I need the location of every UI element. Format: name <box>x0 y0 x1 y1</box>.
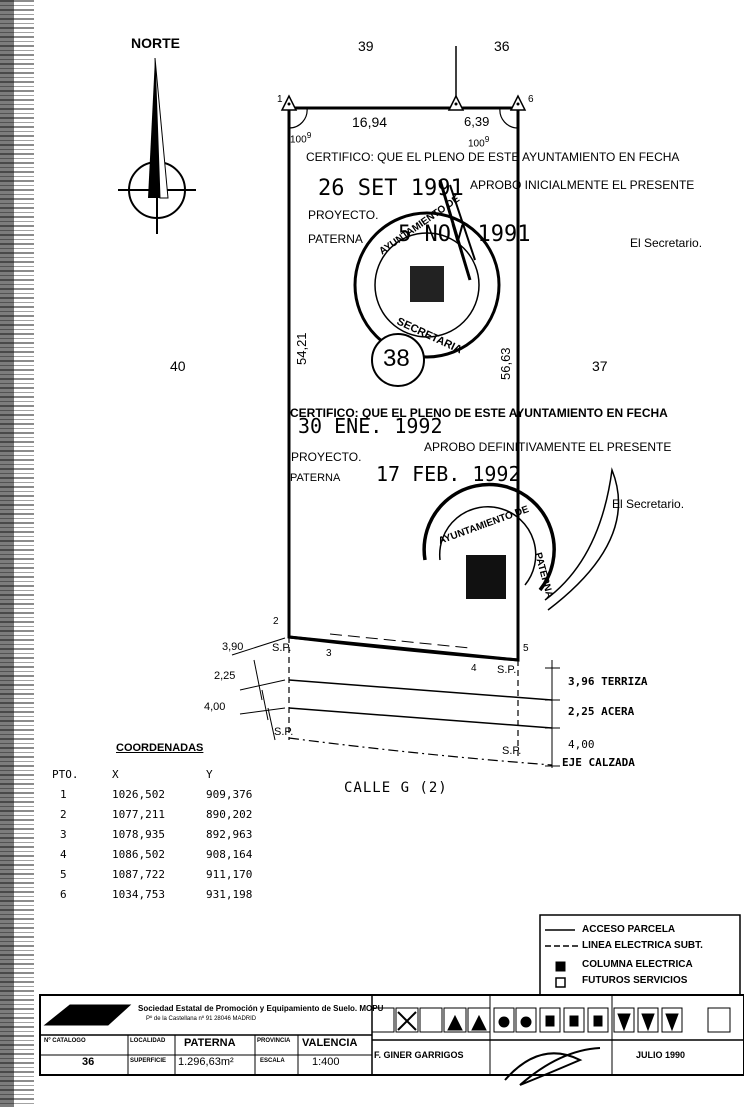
legend-calzada: EJE CALZADA <box>562 756 635 769</box>
numero-label: Nº CATALOGO <box>44 1038 86 1044</box>
coordinates-title: COORDENADAS <box>116 742 204 754</box>
cert2-date2: 17 FEB. 1992 <box>376 462 521 486</box>
sp-label: S.P. <box>274 726 294 738</box>
parcel-37-label: 37 <box>592 358 608 374</box>
dim-street-c: 4,00 <box>204 701 226 713</box>
street-name: CALLE G (2) <box>344 780 448 796</box>
cert2-line1: CERTIFICO: QUE EL PLENO DE ESTE AYUNTAMI… <box>290 406 668 420</box>
org-address: Pº de la Castellana nº 91 28046 MADRID <box>146 1016 257 1022</box>
dim-street-a: 3,90 <box>222 641 244 653</box>
header-y: Y <box>206 767 213 781</box>
scan-edge-dark <box>0 0 14 1107</box>
point-3: 3 <box>326 648 332 659</box>
cert1-date2: 5 NOV 1991 <box>398 222 531 247</box>
localidad-label: LOCALIDAD <box>130 1038 166 1044</box>
dim-left-side: 54,21 <box>294 332 309 365</box>
cert1-paterna: PATERNA <box>308 232 363 246</box>
cert2-line2: APROBO DEFINITIVAMENTE EL PRESENTE <box>424 440 672 454</box>
dim-top-right: 6,39 <box>464 114 490 129</box>
dim-street-b: 2,25 <box>214 670 236 682</box>
cert2-date: 30 ENE. 1992 <box>298 414 443 438</box>
street-lines <box>231 633 560 768</box>
point-5: 5 <box>523 643 529 654</box>
provincia-value: VALENCIA <box>302 1037 358 1049</box>
cert2-paterna: PATERNA <box>290 472 341 484</box>
parcel-40-label: 40 <box>170 358 186 374</box>
legend-acceso: ACCESO PARCELA <box>582 924 676 935</box>
superficie-value: 1.296,63m² <box>178 1056 234 1068</box>
point-1: 1 <box>277 94 283 105</box>
stamp-paterna <box>422 467 620 611</box>
legend-terraza: 3,96 TERRIZA <box>568 675 648 688</box>
survey-points <box>280 94 527 111</box>
parcel-39-label: 39 <box>358 38 374 54</box>
point-4: 4 <box>471 663 477 674</box>
provincia-label: PROVINCIA <box>257 1038 291 1044</box>
numero-value: 36 <box>82 1056 95 1068</box>
parcel-number-circle <box>371 333 425 387</box>
parcel-number: 38 <box>383 345 410 372</box>
cert1-line1: CERTIFICO: QUE EL PLENO DE ESTE AYUNTAMI… <box>306 150 680 164</box>
superficie-label: SUPERFICIE <box>130 1058 167 1064</box>
table-header: PTO. X Y <box>52 764 286 784</box>
cert1-line2: APROBO INICIALMENTE EL PRESENTE <box>470 178 695 192</box>
north-arrow-icon <box>118 57 196 234</box>
cert2-proyecto: PROYECTO. <box>291 450 362 464</box>
localidad-value: PATERNA <box>184 1037 236 1049</box>
legend-linea: LINEA ELECTRICA SUBT. <box>582 940 703 951</box>
sp-label: S.P. <box>272 642 292 654</box>
parcel-36-label: 36 <box>494 38 510 54</box>
cert2-secretary: El Secretario. <box>612 497 685 511</box>
escala-value: 1:400 <box>312 1056 340 1068</box>
angle-left: 1009 <box>290 130 312 146</box>
dim-top-left: 16,94 <box>352 114 388 130</box>
point-2: 2 <box>273 616 279 627</box>
sp-label: S.P. <box>502 745 522 757</box>
fecha: JULIO 1990 <box>636 1050 686 1060</box>
cert1-date: 26 SET 1991 <box>318 176 464 201</box>
stamp-secretaria <box>353 179 501 359</box>
cert1-secretary: El Secretario. <box>630 236 703 250</box>
legend-acera: 2,25 ACERA <box>568 705 635 718</box>
legend-futuros: FUTUROS SERVICIOS <box>582 975 688 986</box>
cert1-proyecto: PROYECTO. <box>308 208 379 222</box>
header-pto: PTO. <box>52 767 79 781</box>
legend-calzada-value: 4,00 <box>568 738 595 751</box>
autor: F. GINER GARRIGOS <box>374 1050 464 1060</box>
escala-label: ESCALA <box>260 1058 285 1064</box>
angle-right: 1009 <box>468 134 490 150</box>
legend-columna: COLUMNA ELECTRICA <box>582 959 693 970</box>
header-x: X <box>112 767 119 781</box>
sp-label: S.P. <box>497 664 517 676</box>
title-block <box>39 994 744 1086</box>
dim-right-side: 56,63 <box>498 347 513 380</box>
north-label: NORTE <box>131 35 180 51</box>
point-6: 6 <box>528 94 534 105</box>
org-name: Sociedad Estatal de Promoción y Equipami… <box>138 1004 384 1013</box>
